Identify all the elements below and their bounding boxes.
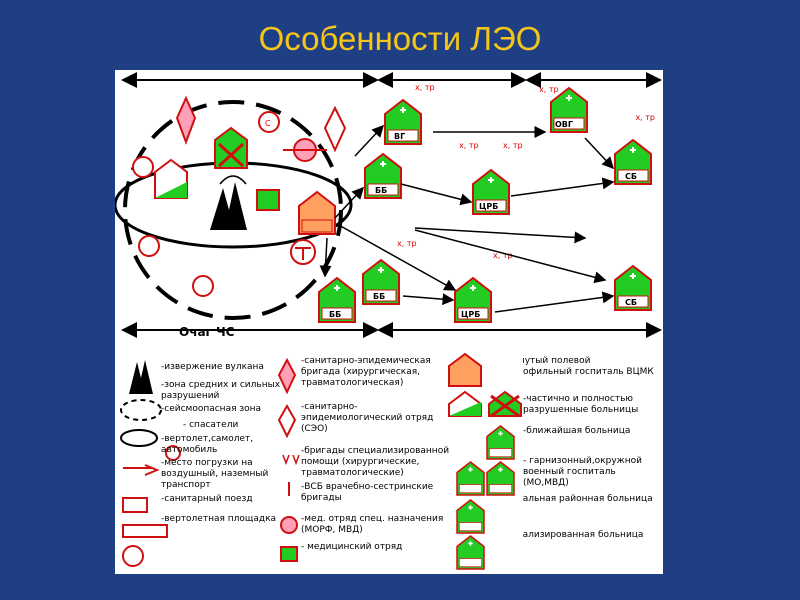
hosp-sb1-label: СБ xyxy=(625,172,637,181)
legend-train: -санитарный поезд xyxy=(161,494,253,504)
legend-special-brigades: -бригады специализированной помощи (хиру… xyxy=(301,446,450,478)
legend-col-2: -санитарно-эпидемическая бригада (хирург… xyxy=(301,356,450,552)
slide-title: Особенности ЛЭО xyxy=(258,20,542,57)
xtr-label-5: x, тр xyxy=(503,141,523,150)
xtr-label-7: x, тр xyxy=(493,251,513,260)
hosp-bb1-label: ББ xyxy=(375,186,387,195)
legend-destroyed: -частично и полностью разрушенные больни… xyxy=(523,394,639,415)
sanepid-brigade-icon xyxy=(175,95,197,145)
legend-med-unit: - медицинский отряд xyxy=(301,542,403,552)
hosp-bb3-label: ББ xyxy=(329,310,341,319)
legend-volcano: -извержение вулкана xyxy=(161,362,264,372)
legend-sanepid-brigade: -санитарно-эпидемическая бригада (хирург… xyxy=(301,356,431,388)
sanepid-unit-icon xyxy=(323,105,347,153)
legend-sanepid-unit: -санитарно-эпидемиологический отряд (СЭО… xyxy=(301,402,434,434)
diagram-panel: С ВГ ОВГ ББ ЦРБ СБ ББ ББ ЦРБ СБ x, тр x,… xyxy=(115,70,663,574)
legend-vsb: -ВСБ врачебно-сестринские бригады xyxy=(301,482,434,503)
hosp-sb2-label: СБ xyxy=(625,298,637,307)
rescuer-mark: С xyxy=(265,119,271,128)
legend-zone: -зона средних и сильных разрушений xyxy=(161,380,281,401)
med-unit-icon xyxy=(256,189,280,211)
xtr-label-6: x, тр xyxy=(397,239,417,248)
xtr-label-2: x, тр xyxy=(539,85,559,94)
med-special-icon xyxy=(283,138,327,162)
hosp-vg-label: ВГ xyxy=(394,132,405,141)
hosp-crb1-label: ЦРБ xyxy=(479,202,498,211)
legend-transport: -вертолет,самолет, автомобиль xyxy=(161,434,254,455)
xtr-label-1: x, тр xyxy=(415,83,435,92)
legend-nearest: -ближайшая больница xyxy=(523,426,631,436)
legend-icons xyxy=(120,352,522,570)
xtr-label-3: x, тр xyxy=(635,113,655,122)
legend-col-1: -извержение вулкана -зона средних и силь… xyxy=(161,362,281,524)
field-hospital-icon xyxy=(298,190,336,235)
legend-helipad: -вертолетная площадка xyxy=(161,514,277,524)
hosp-bb2-label: ББ xyxy=(373,292,385,301)
volcano-icon xyxy=(210,182,247,230)
legend-garrison: - гарнизонный,окружной военный госпиталь… xyxy=(523,456,643,488)
legend-loading: -место погрузки на воздушный, наземный т… xyxy=(161,458,269,490)
legend-seismic: -сейсмоопасная зона xyxy=(161,404,262,414)
legend-col-3: -развернутый полевой многопрофильный гос… xyxy=(523,356,654,540)
legend-field-hospital: -развернутый полевой многопрофильный гос… xyxy=(523,356,654,377)
xtr-label-4: x, тр xyxy=(459,141,479,150)
legend-med-special: -мед. отряд спец. назначения (МОРФ, МВД) xyxy=(301,514,444,535)
evacuation-diagram: С ВГ ОВГ ББ ЦРБ СБ ББ ББ ЦРБ СБ x, тр x,… xyxy=(115,72,662,570)
legend-specialized: -специализированная больница xyxy=(523,530,644,540)
hosp-ovg-label: ОВГ xyxy=(555,120,573,129)
hosp-crb2-label: ЦРБ xyxy=(461,310,480,319)
focus-label: Очаг ЧС xyxy=(179,325,235,339)
legend-rescuers: - спасатели xyxy=(183,420,239,430)
legend-central: -центральная районная больница xyxy=(523,494,653,504)
